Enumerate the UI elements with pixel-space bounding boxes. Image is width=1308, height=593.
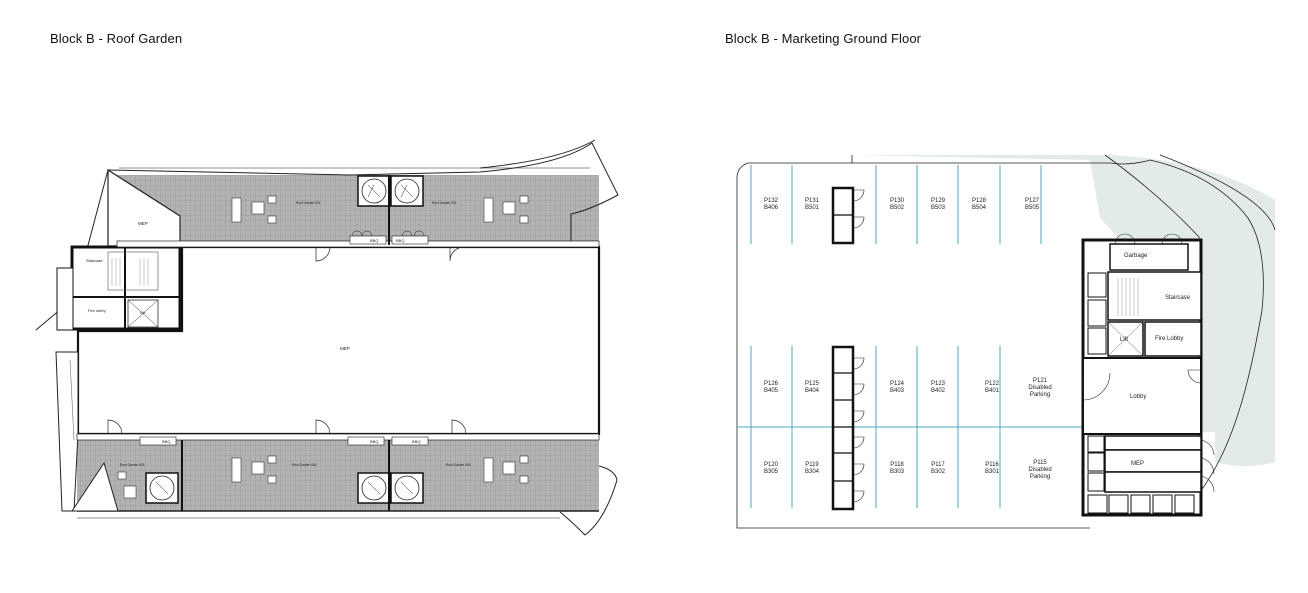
roof-staircase-label: Staircase [86, 258, 103, 263]
gf-lobby-label: Lobby [1130, 394, 1146, 400]
roof-mep-top-label: MEP [138, 221, 148, 226]
roof-garden-label-2: Roof Garden 002 [432, 201, 457, 205]
roof-garden-label-1: Roof Garden 001 [296, 201, 321, 205]
gf-staircase-label: Staircase [1165, 295, 1191, 301]
roof-garden-label-3: Roof Garden 003 [120, 463, 145, 467]
gf-lift-label: Lift [1120, 337, 1128, 343]
roof-garden-title: Block B - Roof Garden [50, 31, 183, 46]
gf-garbage-label: Garbage [1124, 253, 1148, 259]
roof-mep-main-label: MEP [340, 346, 350, 351]
bbq-label-4: BBQ [370, 439, 378, 444]
gf-fire-lobby-label: Fire Lobby [1155, 336, 1183, 342]
bbq-label-2: BBQ [396, 238, 404, 243]
roof-garden-plan: MEP Staircase Fire lobby Lift MEP [35, 139, 619, 536]
roof-fire-lobby-label: Fire lobby [88, 308, 106, 313]
bbq-label-5: BBQ [412, 439, 420, 444]
ground-floor-title: Block B - Marketing Ground Floor [725, 31, 922, 46]
bbq-label-3: BBQ [162, 439, 170, 444]
gf-mep-label: MEP [1131, 461, 1144, 467]
bbq-label-1: BBQ [370, 238, 378, 243]
roof-garden-label-4: Roof Garden 004 [292, 463, 317, 467]
roof-garden-label-5: Roof Garden 005 [446, 463, 471, 467]
roof-lift-label: Lift [140, 310, 146, 315]
